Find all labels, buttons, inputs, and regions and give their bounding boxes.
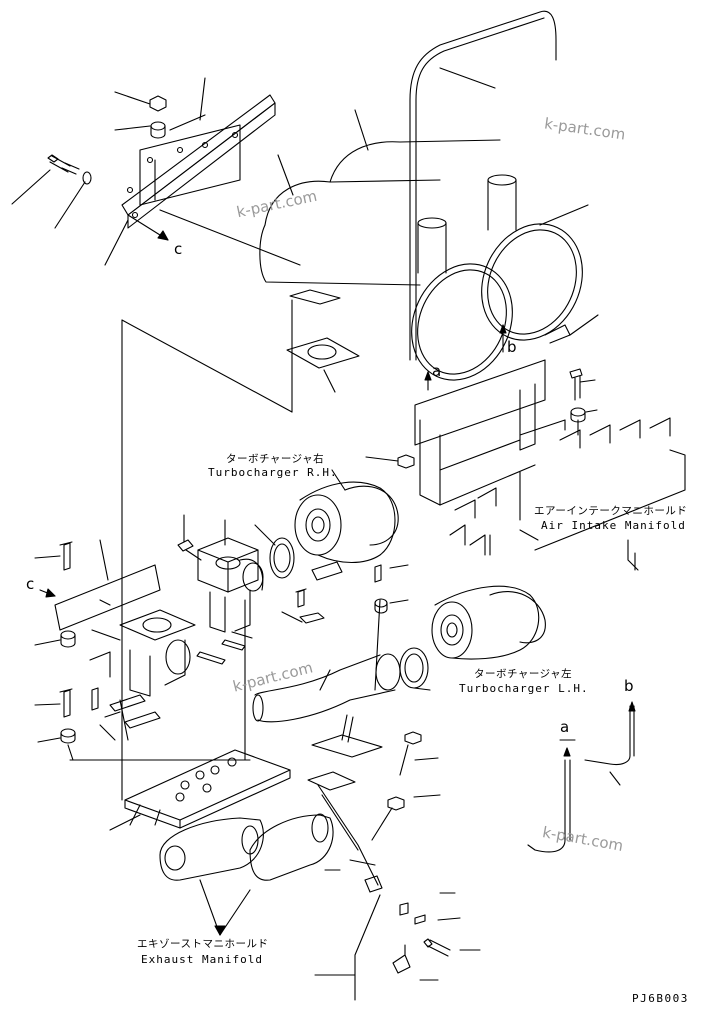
turbocharger-rh-label-en: Turbocharger R.H. <box>208 466 338 479</box>
turbocharger-lh-label-en: Turbocharger L.H. <box>459 682 589 695</box>
turbocharger-lh-label-jp: ターボチャージャ左 <box>474 668 573 680</box>
air-cleaner-body <box>259 10 599 506</box>
engine-outline <box>449 417 686 571</box>
air-intake-label-en: Air Intake Manifold <box>541 519 686 532</box>
lower-plate <box>124 749 291 829</box>
detail-inset <box>527 701 636 853</box>
lower-right-parts <box>314 731 481 981</box>
ref-c-left: c <box>26 575 35 593</box>
ref-a-top: a <box>432 362 442 380</box>
ref-b-top: b <box>507 338 517 356</box>
turbocharger-rh-label-jp: ターボチャージャ右 <box>226 453 325 465</box>
ref-c-top: c <box>174 240 183 258</box>
ref-a-detail: a <box>560 718 570 736</box>
air-intake-leader <box>519 529 539 541</box>
air-intake-label-jp: エアーインテークマニホールド <box>534 505 688 517</box>
upper-bracket <box>11 77 301 266</box>
drawing-code: PJ6B003 <box>632 992 689 1005</box>
turbocharger-rh <box>254 469 399 581</box>
reference-lines <box>69 299 381 801</box>
ref-b-detail: b <box>624 677 634 695</box>
exhaust-pipe <box>252 653 401 1001</box>
left-parts <box>34 539 196 831</box>
exhaust-manifold <box>159 813 334 936</box>
exhaust-manifold-label-jp: エキゾーストマニホールド <box>137 938 269 950</box>
turbocharger-lh <box>399 585 546 691</box>
exhaust-manifold-label-en: Exhaust Manifold <box>141 953 263 966</box>
turbo-mount <box>177 514 409 665</box>
